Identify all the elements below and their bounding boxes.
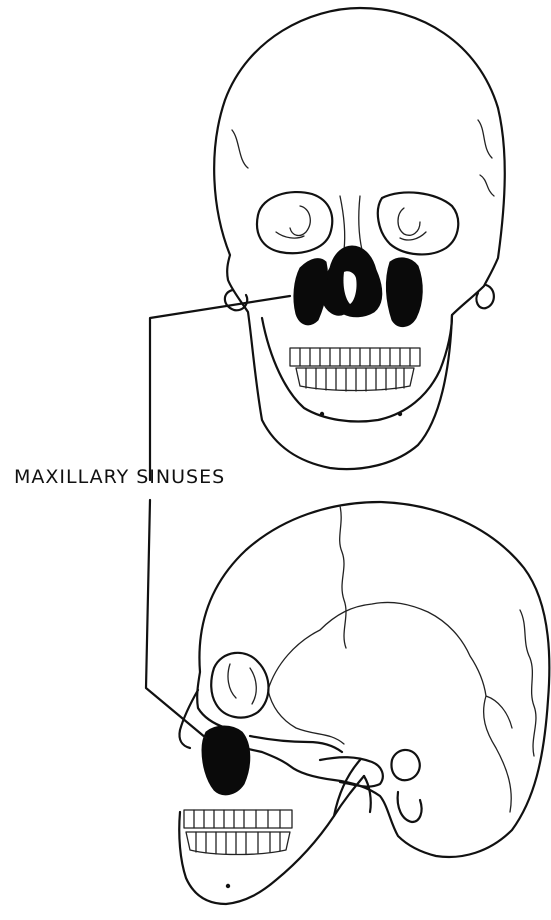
lateral-cranium-outline: [197, 502, 549, 857]
frontal-lower-teeth: [296, 368, 414, 391]
left-mental-foramen: [320, 412, 324, 416]
frontal-upper-teeth: [290, 348, 420, 366]
lateral-lower-teeth: [186, 832, 290, 855]
lateral-mental-foramen: [226, 884, 230, 888]
right-mental-foramen: [398, 412, 402, 416]
maxillary-sinuses-label: MAXILLARY SINUSES: [14, 466, 225, 488]
lateral-upper-teeth: [184, 810, 292, 828]
frontal-skull-view: [214, 8, 505, 469]
right-maxillary-sinus: [386, 258, 422, 327]
lateral-skull-view: [179, 502, 549, 904]
lateral-maxillary-sinus: [202, 726, 250, 795]
